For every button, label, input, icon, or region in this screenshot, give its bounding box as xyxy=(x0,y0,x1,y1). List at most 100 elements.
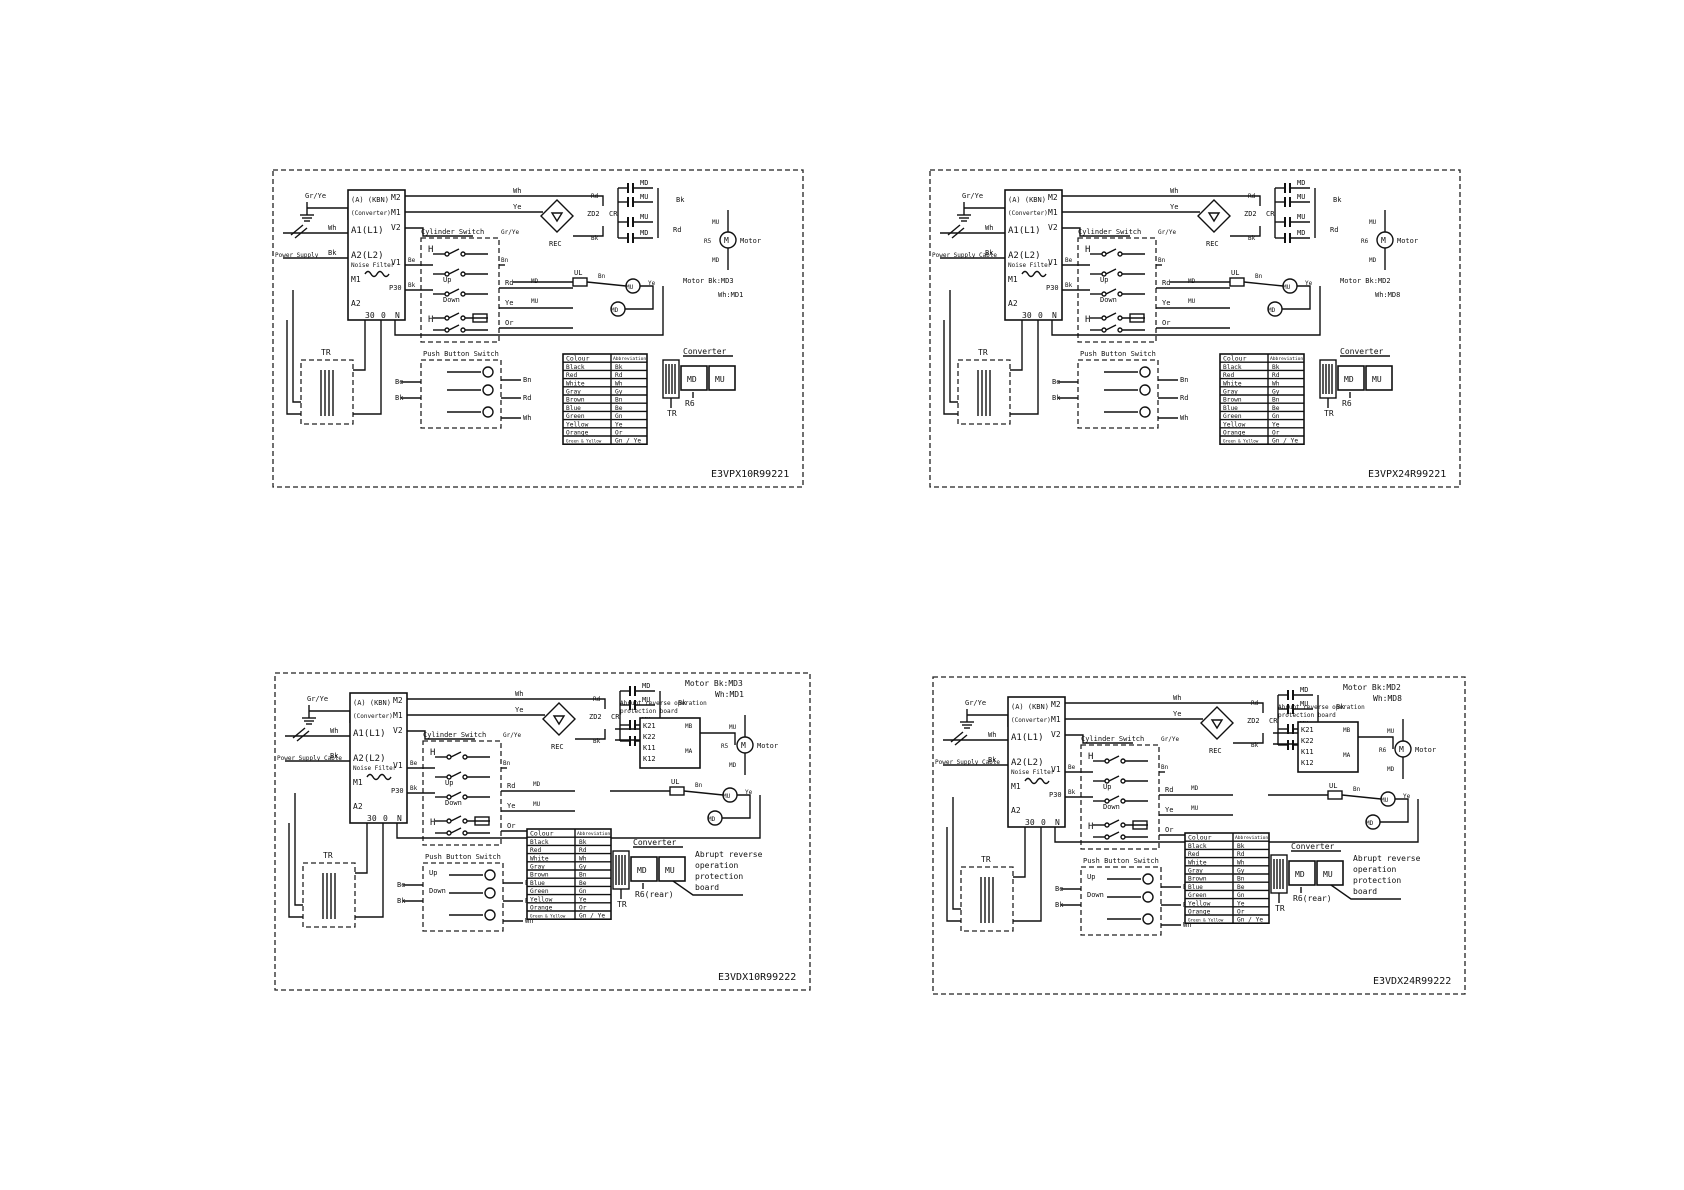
switch-node xyxy=(1120,758,1126,764)
switch-node xyxy=(1101,271,1107,277)
wire-label-ye: Ye xyxy=(507,802,515,810)
switch-arm xyxy=(1108,819,1120,826)
board-terminal: K11 xyxy=(643,744,656,752)
cylinder-h2-label: H xyxy=(430,818,435,828)
relay-mu-label: MU xyxy=(642,696,650,704)
transformer-box xyxy=(957,359,1011,425)
colour-name-cell: Brown xyxy=(1188,876,1207,883)
wire-label-ye: Ye xyxy=(745,789,753,796)
switch-node xyxy=(444,251,450,257)
colour-name-cell: White xyxy=(530,855,549,862)
cylinder-h2-label: H xyxy=(428,315,433,325)
switch-node xyxy=(462,818,468,824)
wire-label-bn: Bn xyxy=(501,257,509,264)
abrupt-board-title: protection board xyxy=(1278,712,1336,719)
colour-abbr-cell: Rd xyxy=(615,372,623,379)
switch-arm xyxy=(1108,831,1120,838)
cylinder-h2-label: H xyxy=(1088,822,1093,832)
abrupt-board-leader xyxy=(1330,884,1401,900)
wire-label-bk: Bk xyxy=(330,752,339,760)
wire-label-wh: Wh xyxy=(988,731,996,739)
colour-name-cell: Red xyxy=(1223,372,1234,379)
terminal-a1: A1(L1) xyxy=(351,226,384,236)
wire-label-bk: Bk xyxy=(1055,901,1064,909)
wire-rec-out xyxy=(573,195,604,206)
wire-label-bk: Bk xyxy=(397,897,406,905)
transformer-box xyxy=(960,866,1014,932)
motor-wh-caption: Wh:MD8 xyxy=(1373,694,1402,703)
push-button-switch-label: Push Button Switch xyxy=(425,853,501,861)
colour-table-header: Abbreviation xyxy=(1270,356,1303,362)
mu-motor-label: MU xyxy=(626,284,634,291)
converter-md-text: MD xyxy=(1295,870,1305,879)
wire-label-wh: Wh xyxy=(985,224,993,232)
switch-node xyxy=(446,830,452,836)
noise-filter-symbol xyxy=(1024,777,1050,785)
abrupt-board-caption: board xyxy=(695,883,719,892)
wire-tr-c xyxy=(353,320,366,371)
colour-table-header: Colour xyxy=(530,830,554,838)
colour-abbr-cell: Gn xyxy=(579,888,587,895)
pbs-button-icon xyxy=(1142,913,1154,925)
mu-motor-label: MU xyxy=(1381,797,1389,804)
colour-name-cell: Orange xyxy=(1223,430,1246,437)
colour-name-cell: Blue xyxy=(1188,884,1203,891)
abrupt-board-caption: Abrupt reverse xyxy=(695,850,763,859)
terminal-n: N xyxy=(1052,311,1057,320)
wire-label-rd: Rd xyxy=(1251,700,1259,707)
abrupt-board-title: Abrupt reverse operation xyxy=(1278,704,1365,711)
motor-label: Motor xyxy=(1415,746,1436,754)
colour-name-cell: Red xyxy=(566,372,577,379)
md-contact-label: MD xyxy=(533,781,541,788)
switch-node xyxy=(1101,291,1107,297)
converter-md-text: MD xyxy=(1344,375,1354,384)
terminal-m2: M2 xyxy=(393,696,403,705)
pbs-button-icon xyxy=(1142,891,1154,903)
terminal-p30: P30 xyxy=(389,284,402,292)
converter-drawing-label: Converter xyxy=(1291,842,1335,851)
wire-ul-out xyxy=(1243,281,1284,287)
board-terminal-ma: MA xyxy=(1343,752,1351,759)
wire-v2 xyxy=(407,730,475,740)
rec-diode-icon xyxy=(552,715,566,726)
wire-label-bk: Bk xyxy=(1065,282,1073,289)
motor-label: Motor xyxy=(757,742,778,750)
converter-r6-label: R6 xyxy=(1342,399,1352,408)
wire-rec-out xyxy=(1230,195,1261,206)
colour-name-cell: Black xyxy=(566,364,585,371)
colour-name-cell: Black xyxy=(1223,364,1242,371)
panel-border xyxy=(932,676,1466,995)
wire-label-rd: Rd xyxy=(1162,279,1170,287)
cylinder-coil xyxy=(474,816,490,826)
mu-contact-label: MU xyxy=(531,298,539,305)
rec-diode-icon xyxy=(550,212,564,223)
cylinder-up-label: Up xyxy=(1100,276,1108,284)
cylinder-down-label: Down xyxy=(445,799,462,807)
colour-name-cell: Brown xyxy=(530,872,549,879)
colour-name-cell: Red xyxy=(1188,851,1199,858)
cylinder-up-label: Up xyxy=(1103,783,1111,791)
colour-table-header: Colour xyxy=(1188,834,1212,842)
wire-label-bn: Bn xyxy=(503,760,511,767)
switch-node xyxy=(1104,798,1110,804)
colour-abbr-cell: Bn xyxy=(1237,876,1245,883)
terminal-a2: A2(L2) xyxy=(1011,758,1044,768)
relay-md-label: MD xyxy=(640,229,648,237)
wire-label-bk: Bk xyxy=(1052,394,1061,402)
wire-label-ye: Ye xyxy=(1305,280,1313,287)
colour-name-cell: White xyxy=(566,380,585,387)
motor-resistor-label: R5 xyxy=(704,238,712,245)
wire-label-rd: Rd xyxy=(507,782,515,790)
wire-label-ye: Ye xyxy=(1162,299,1170,307)
switch-node xyxy=(444,315,450,321)
wire-label-or: Or xyxy=(1162,319,1170,327)
terminal-a2b: A2 xyxy=(1011,806,1021,815)
md-motor-label: MD xyxy=(1268,307,1276,314)
converter-mu-text: MU xyxy=(1372,375,1382,384)
cylinder-h-label: H xyxy=(430,748,435,758)
wire-v2 xyxy=(1062,227,1130,237)
diagram-code-label: E3VPX24R99221 xyxy=(1368,469,1446,480)
converter-a-label: (A) (KBN) xyxy=(1011,703,1049,711)
